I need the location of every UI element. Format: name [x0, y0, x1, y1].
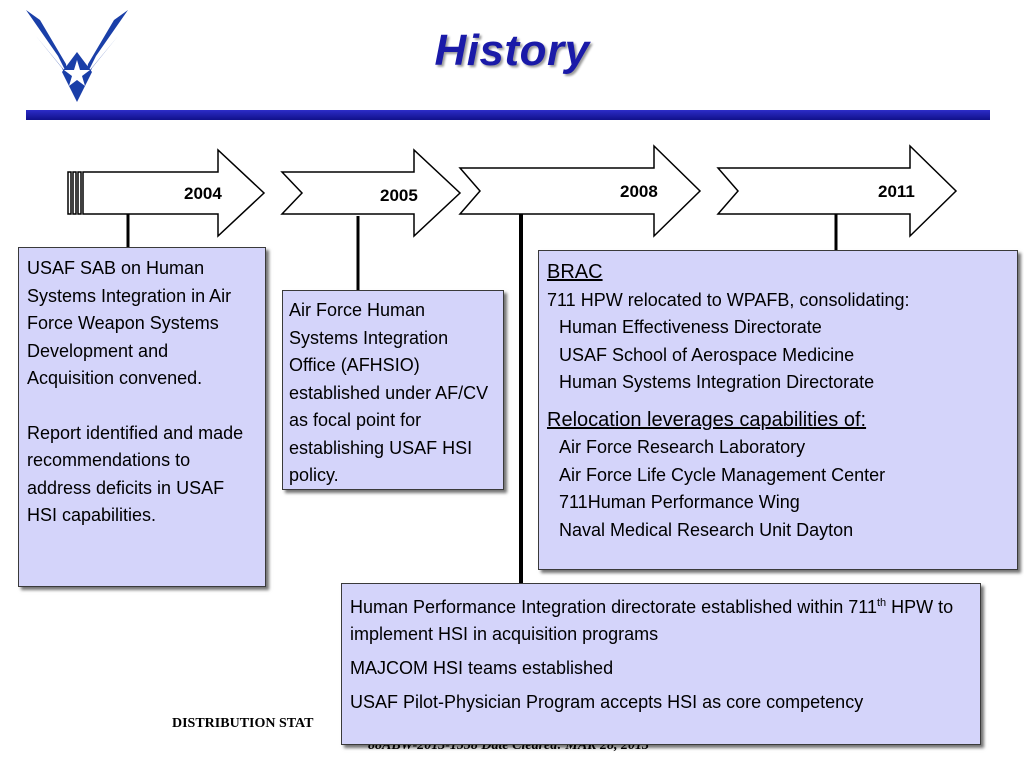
brac-list-item: Human Systems Integration Directorate: [559, 372, 875, 392]
brac-list-item: Human Effectiveness Directorate: [559, 317, 822, 337]
event-2005-text: Air Force Human Systems Integration Offi…: [289, 300, 489, 485]
event-2008-item: USAF Pilot-Physician Program accepts HSI…: [350, 692, 864, 712]
capability-list-item: 711Human Performance Wing: [559, 492, 800, 512]
distribution-statement: DISTRIBUTION STAT: [172, 716, 314, 731]
event-box-2004: USAF SAB on Human Systems Integration in…: [18, 247, 266, 587]
brac-relocation-text: 711 HPW relocated to WPAFB, consolidatin…: [547, 289, 910, 310]
arrow-2005: [280, 148, 462, 238]
event-box-2005: Air Force Human Systems Integration Offi…: [282, 290, 504, 490]
brac-list-item: USAF School of Aerospace Medicine: [559, 344, 855, 365]
air-force-wings-icon: [26, 10, 128, 102]
event-2004-report-text: Report identified and made recommendatio…: [27, 422, 244, 526]
arrow-2011: [716, 144, 958, 238]
year-2005: 2005: [380, 186, 418, 205]
capability-list-item: Air Force Research Laboratory: [559, 437, 806, 457]
event-box-2008: Human Performance Integration directorat…: [341, 583, 981, 745]
capability-list-item: Naval Medical Research Unit Dayton: [559, 519, 854, 540]
year-2008: 2008: [620, 182, 658, 201]
arrow-2008: [458, 144, 702, 238]
event-2008-item: MAJCOM HSI teams established: [350, 658, 614, 678]
year-2004: 2004: [184, 184, 222, 203]
capability-list-item: Air Force Life Cycle Management Center: [559, 464, 886, 485]
event-2004-text: USAF SAB on Human Systems Integration in…: [27, 258, 232, 388]
event-box-2011: BRAC 711 HPW relocated to WPAFB, consoli…: [538, 250, 1018, 570]
page-title: History: [434, 26, 590, 75]
relocation-heading: Relocation leverages capabilities of:: [547, 408, 867, 431]
event-2008-item: Human Performance Integration directorat…: [350, 597, 954, 644]
year-2011: 2011: [878, 182, 915, 201]
brac-heading: BRAC: [547, 261, 603, 283]
arrow-2004: [67, 148, 266, 238]
title-rule: [26, 110, 990, 120]
